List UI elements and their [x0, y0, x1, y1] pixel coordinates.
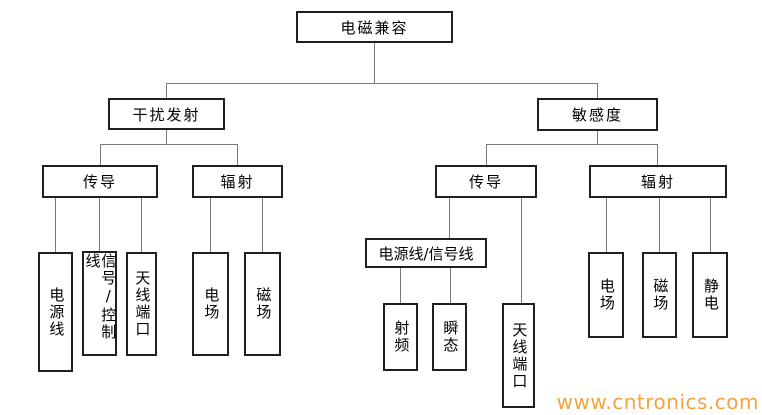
node-label: 静电: [701, 278, 720, 312]
connector-line: [450, 268, 451, 303]
node-esd: 静电: [692, 252, 728, 338]
node-label: 电磁兼容: [340, 18, 409, 37]
node-e-field-emission: 电场: [192, 252, 229, 356]
connector-line: [55, 198, 56, 252]
node-label: 磁场: [651, 278, 670, 312]
connector-line: [166, 130, 167, 144]
node-label: 传导: [82, 173, 117, 191]
node-label: 辐射: [220, 173, 255, 191]
node-transient: 瞬态: [432, 303, 467, 371]
connector-line: [449, 198, 450, 238]
connector-line: [606, 198, 607, 252]
node-label: 敏感度: [571, 106, 623, 124]
node-conduction-emission: 传导: [42, 165, 158, 198]
node-power-signal-line: 电源线/信号线: [365, 238, 487, 268]
node-signal-control-line: 信号/控制线: [82, 251, 117, 356]
connector-line: [141, 198, 142, 252]
node-label: 辐射: [640, 173, 675, 191]
node-radiation-emission: 辐射: [192, 165, 283, 198]
node-label: 电场: [202, 287, 221, 321]
node-label: 天线端口: [510, 321, 529, 390]
connector-line: [486, 144, 487, 165]
node-susceptibility: 敏感度: [537, 98, 658, 131]
connector-line: [374, 43, 375, 83]
connector-line: [262, 198, 263, 252]
connector-line: [597, 83, 598, 98]
connector-line: [710, 198, 711, 252]
node-label: 磁场: [254, 287, 273, 321]
node-rf: 射频: [383, 303, 418, 371]
node-m-field-susceptibility: 磁场: [642, 252, 677, 338]
node-conduction-susceptibility: 传导: [435, 165, 537, 198]
node-emc-root: 电磁兼容: [296, 11, 453, 43]
node-label: 干扰发射: [132, 105, 201, 124]
connector-line: [99, 198, 100, 251]
node-radiation-susceptibility: 辐射: [589, 165, 727, 198]
node-e-field-susceptibility: 电场: [588, 252, 624, 338]
node-label: 传导: [468, 173, 503, 191]
connector-line: [486, 144, 658, 145]
connector-line: [659, 198, 660, 252]
node-label: 天线端口: [133, 270, 152, 338]
node-label: 电源线: [47, 286, 66, 338]
node-label: 射频: [392, 320, 411, 354]
node-label: 信号/控制线: [83, 253, 118, 341]
connector-line: [521, 198, 522, 303]
connector-line: [166, 83, 167, 98]
connector-line: [210, 198, 211, 252]
connector-line: [100, 144, 101, 165]
connector-line: [657, 144, 658, 165]
node-interference-emission: 干扰发射: [108, 98, 225, 130]
watermark-text: www.cntronics.com: [556, 390, 759, 414]
connector-line: [166, 83, 598, 84]
node-power-line: 电源线: [38, 252, 73, 372]
node-label: 瞬态: [441, 320, 460, 354]
node-antenna-port-susceptibility: 天线端口: [502, 303, 535, 408]
connector-line: [597, 131, 598, 144]
connector-line: [237, 144, 238, 165]
connector-line: [400, 268, 401, 303]
connector-line: [100, 144, 238, 145]
node-label: 电场: [597, 278, 616, 312]
node-label: 电源线/信号线: [378, 244, 474, 263]
node-m-field-emission: 磁场: [244, 252, 281, 356]
node-antenna-port-emission: 天线端口: [126, 252, 157, 356]
